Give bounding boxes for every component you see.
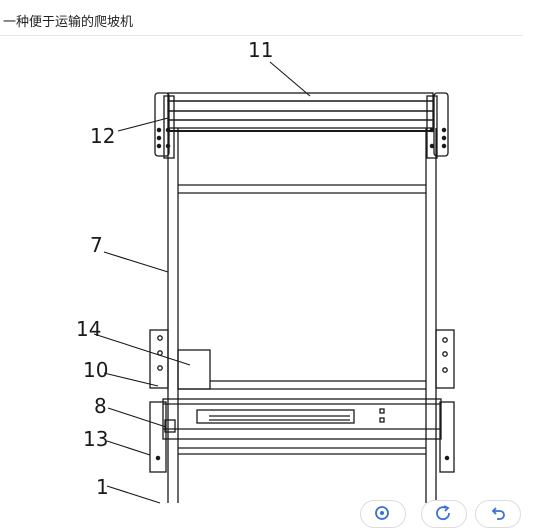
lower-left-plate [149,401,176,473]
undo-icon [491,507,505,520]
rotate-button[interactable] [421,500,467,528]
top-left-bracket [154,92,175,159]
side-rails [167,128,437,438]
callout-label-8: 8 [94,394,107,418]
undo-button[interactable] [475,500,521,528]
zoom-icon [375,506,389,520]
callout-label-11: 11 [248,38,273,62]
zoom-button[interactable] [360,500,406,528]
patent-drawing: 11 12 7 14 10 8 13 1 [0,37,533,514]
base-frame [162,398,442,455]
callout-label-7: 7 [90,233,103,257]
page-header: 一种便于运输的爬坡机 [0,0,523,36]
motor-box [177,349,211,390]
callout-label-10: 10 [83,358,108,382]
top-roller [167,92,434,132]
patent-drawing-svg: 11 12 7 14 10 8 13 1 [76,38,455,504]
leader-lines [93,61,311,504]
page-title: 一种便于运输的爬坡机 [3,15,134,30]
callout-label-14: 14 [76,317,101,341]
lower-right-plate [439,401,455,473]
mid-left-plate [149,329,169,389]
mid-right-plate [435,329,455,389]
lower-legs [167,438,437,503]
callout-label-12: 12 [90,124,115,148]
callout-label-1: 1 [96,475,109,499]
top-right-bracket [426,92,449,159]
rotate-icon [436,505,450,521]
cross-beam-upper [178,184,426,194]
callout-label-13: 13 [83,427,108,451]
